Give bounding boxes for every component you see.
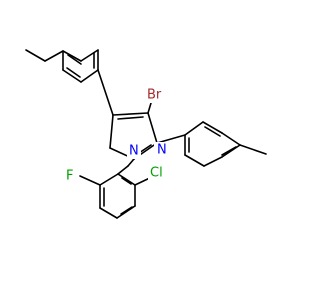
chlorine-label: Cl bbox=[150, 166, 163, 181]
nitrogen-label-1: N bbox=[129, 144, 139, 159]
bromine-label: Br bbox=[147, 88, 162, 103]
halophenyl-ring bbox=[79, 173, 155, 219]
n-ch2-bond bbox=[127, 158, 135, 167]
ch2-ring-bond bbox=[117, 165, 129, 175]
molecule-canvas: Br N N F Cl bbox=[25, 49, 267, 219]
atom-labels: Br N N F Cl bbox=[63, 87, 168, 184]
methyl-bond-upper bbox=[25, 49, 46, 62]
tolyl-ring-right bbox=[156, 121, 267, 167]
nitrogen-label-2: N bbox=[157, 143, 167, 158]
tolyl-ring-upper-left bbox=[44, 49, 99, 83]
structure-diagram: Br N N F Cl bbox=[25, 49, 267, 219]
fluorine-label: F bbox=[66, 169, 73, 184]
